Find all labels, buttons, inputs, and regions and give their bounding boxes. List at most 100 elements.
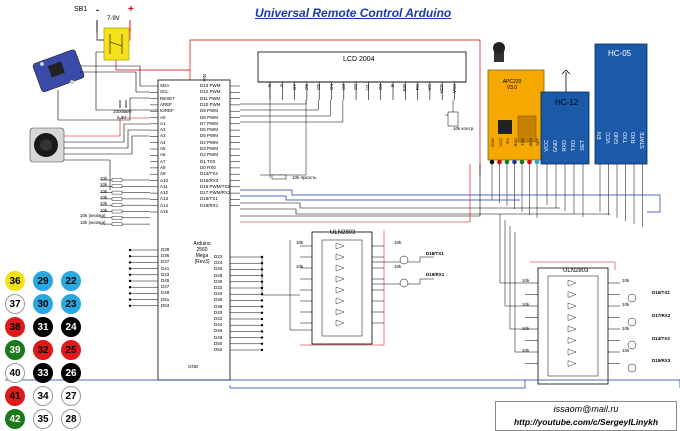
wire-color-badge-34: 34 [33,386,53,406]
hc05-pin-label: STATE [639,132,646,149]
led-label: D18/TX1 [426,251,444,256]
resistor-button-label: 10k (кнопка) [80,220,106,225]
uln2-res-label: 10k [522,278,530,283]
wire-color-badge-30: 30 [33,294,53,314]
junction-dot [260,311,264,314]
brightness-resistor-label: 10k яркость [292,175,317,180]
junction-dot [128,304,132,307]
wire-color-badge-38: 38 [5,317,25,337]
arduino-left-pin-label: A1 [160,120,166,126]
arduino-digital-right-label: D48 [214,334,223,340]
lcd-pin-label: D1 [365,84,371,90]
resistor [111,197,123,201]
wire-color-badge-23: 23 [61,294,81,314]
resistor-value-label: 10k [100,188,108,194]
led-label: D17/RX2 [652,313,671,318]
led-label: D16/TX2 [652,290,670,295]
arduino-left-pin-label: SDA [160,83,170,88]
uln2-com [530,261,616,270]
hc12-pin-label: GND [553,140,559,153]
hc05-pin-label: EN [597,132,603,140]
uln1-buffer [335,253,345,261]
arduino-right-pin-label: D14/TX3 [200,171,218,177]
author-youtube-link[interactable]: http://youtube.com/c/SergeyILinykh [513,417,659,427]
arduino-left-pin-label: A11 [160,183,168,189]
junction-dot [128,267,132,270]
uln1-buffer [335,286,345,294]
arduino-digital-right-label: D46 [214,328,223,334]
hc05-label: HC-05 [608,49,632,58]
lcd-pin-label: D7 [291,84,297,90]
junction-dot [128,292,132,295]
contrast-potentiometer [447,111,459,127]
arduino-gnd-label: GND [188,364,198,369]
arduino-digital-right-label: D40 [214,309,223,315]
apc220-pin-label: SET [535,138,540,146]
arduino-digital-right-label: D52 [214,347,223,352]
joystick-sw-wire [64,135,150,155]
lcd-data-wire [240,100,307,105]
arduino-right-pin-label: D0 RX0 [200,164,216,170]
arduino-digital-left-label: D47 [161,284,170,290]
uln1-gnd [289,240,312,331]
switch-label: SB1 [74,6,88,13]
uln1-res-label: 10k [296,240,304,245]
bus-wire-d19 [240,164,471,223]
arduino-name-line: (Rev3) [194,259,210,265]
led-label: D19/RX1 [426,272,445,277]
lcd-pin-label: VO [426,84,432,91]
apc220-pin-label: TXD [520,138,525,146]
junction-dot [128,273,132,276]
joystick-module [29,127,65,163]
wire-color-badge-26: 26 [61,363,81,383]
bus-wire-tx [240,189,661,213]
uln1-in-wire [261,257,300,296]
led-indicator [627,317,637,327]
hc12-pin-label: SET [580,140,586,151]
uln1-res-label: 10k [394,264,402,269]
resistor [111,178,123,182]
reset-wire [57,90,150,121]
wire-color-badge-42: 42 [5,409,25,429]
arduino-digital-left-label: D51 [161,296,170,302]
cap-value-label: 1000мкФ [113,109,132,114]
lcd-2004 [257,51,467,83]
junction-dot [260,336,264,339]
arduino-digital-left-label: D36 [161,253,170,259]
wire-color-badge-39: 39 [5,340,25,360]
arduino-digital-right-label: D44 [214,322,223,328]
arduino-name-line: 2560 [196,247,208,253]
wire-color-badge-36: 36 [5,271,25,291]
resistor [111,209,123,214]
uln2-in-wire [509,226,525,330]
lcd-pin-label: D2 [353,84,359,90]
bus-wire-d18 [240,164,481,217]
apc220-pin-label: AUX [527,138,533,147]
arduino-digital-right-label: D28 [214,272,223,278]
power-wire-negative [96,20,104,41]
arduino-right-pin-label: D2 PWM [200,152,218,158]
arduino-left-pin-label: AREF [160,101,173,107]
wire-color-badge-31: 31 [33,317,53,337]
hc05-module [594,43,648,165]
arduino-gnd-bus [229,380,526,389]
hc12-pin-label: VCC [544,140,550,152]
arduino-left-pin-label: A2 [160,127,166,133]
power-wire-5v-bus [189,39,481,175]
junction-dot [128,255,132,258]
bus-wire-d17 [240,208,610,215]
junction-dot [128,286,132,289]
junction-dot [260,348,264,352]
arduino-left-pin-label: A3 [160,133,166,139]
arduino-digital-left-label: D41 [161,265,170,271]
joystick-vcc-wire [64,117,150,137]
arduino-right-pin-label: D6 PWM [200,127,218,133]
hc05-pin-label: TXD [622,132,629,143]
resistor [111,216,123,220]
resistor-button-label: 10k (кнопка) [80,213,106,218]
resistor [111,184,123,189]
junction-dot [260,293,264,296]
junction-dot [260,305,264,308]
uln2-buffer [567,325,577,333]
